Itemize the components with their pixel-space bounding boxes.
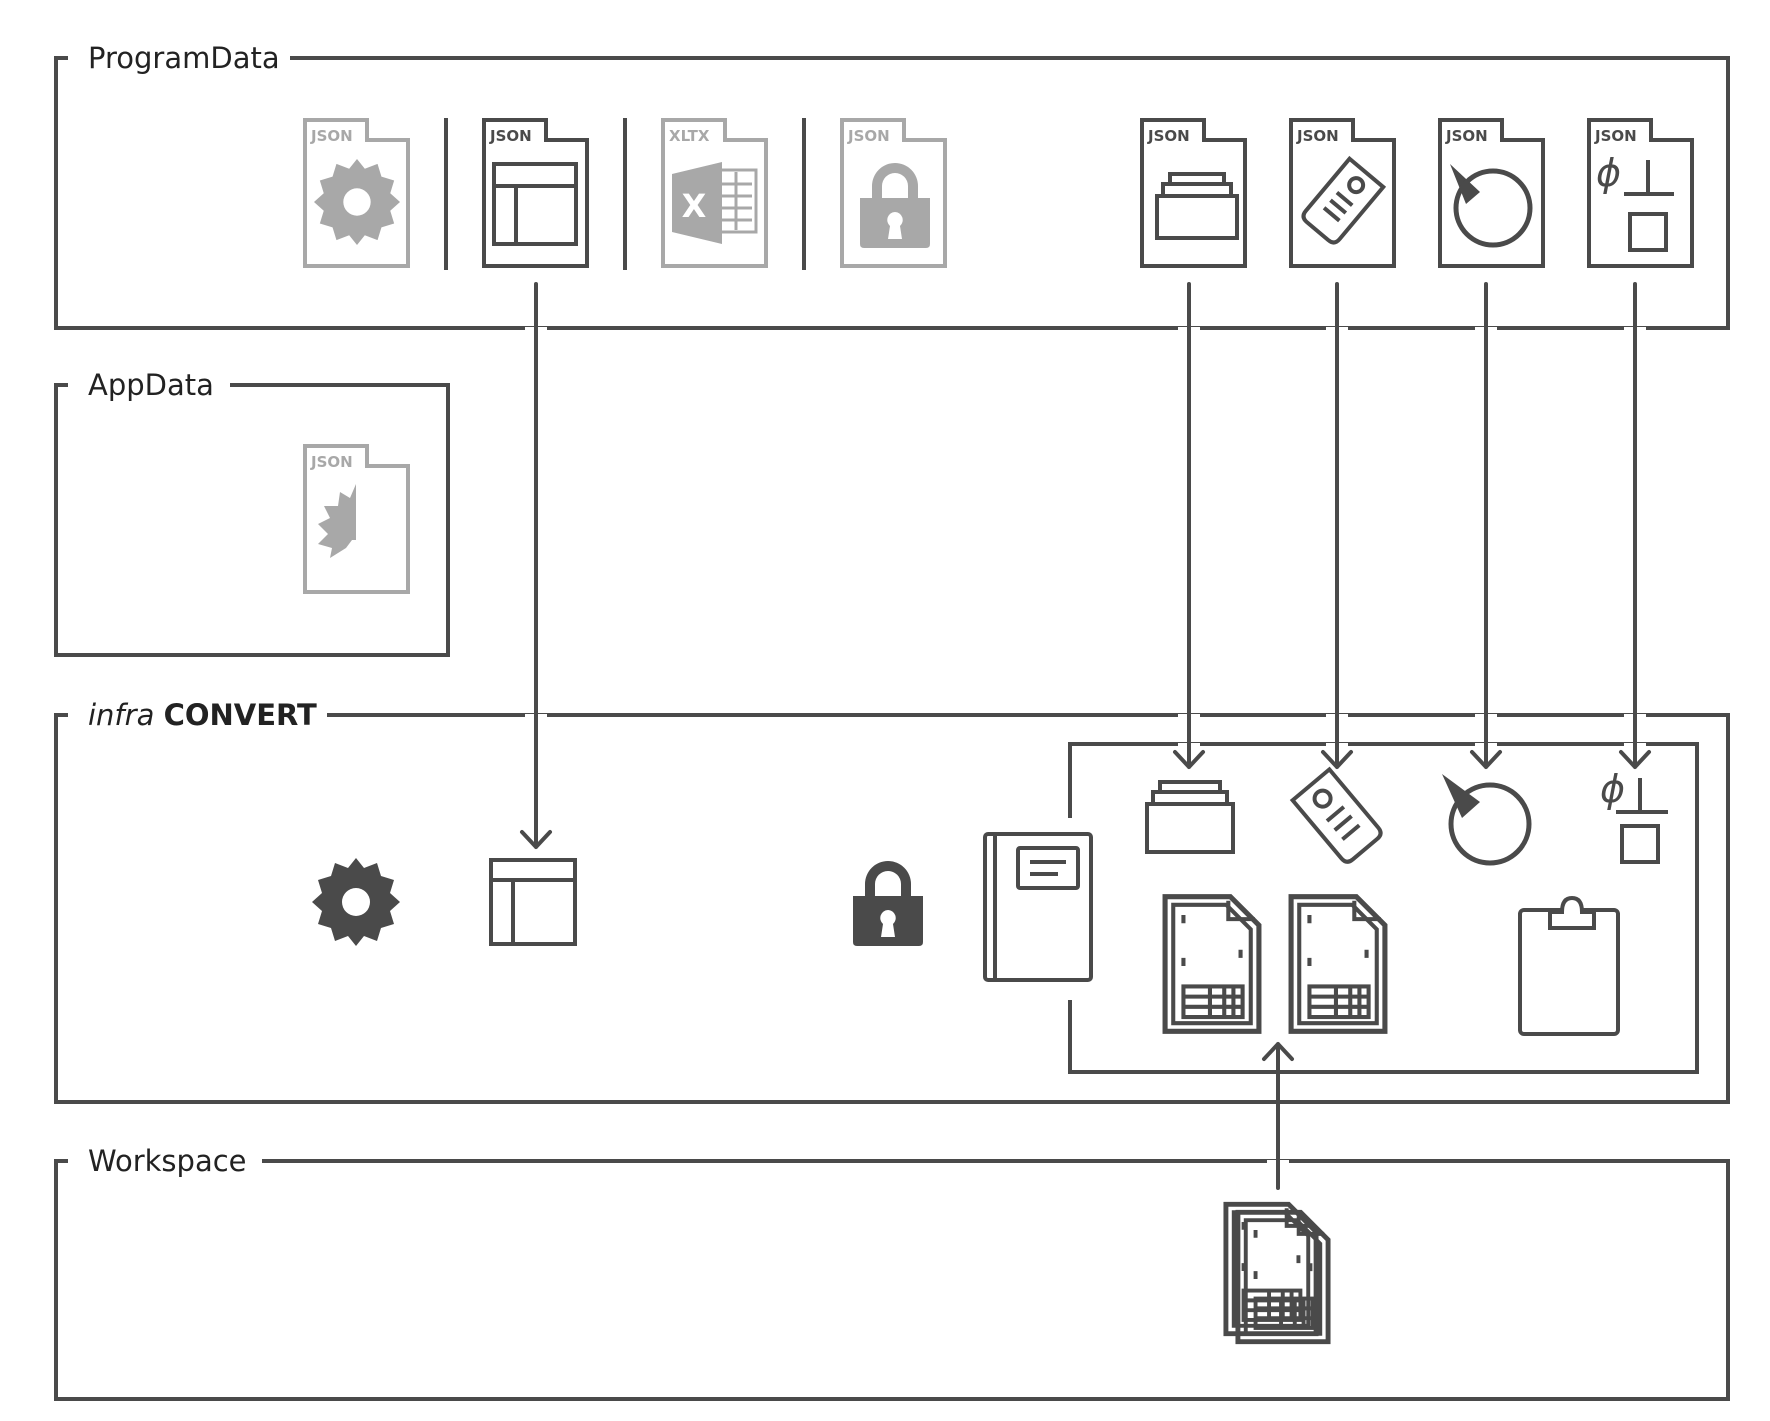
excel-letter: X — [682, 187, 707, 225]
tag-icon — [1289, 766, 1383, 864]
license-file-icon: JSON — [840, 118, 947, 268]
symbol-arrow — [1619, 282, 1651, 769]
layout-arrow — [520, 282, 552, 849]
excel-icon: X — [672, 162, 758, 244]
stack-icon — [1145, 780, 1235, 854]
file-type-tag: JSON — [1147, 127, 1190, 145]
file-type-tag: JSON — [1445, 127, 1488, 145]
stack-arrow — [1173, 282, 1205, 769]
symbol-icon: ϕ — [1596, 151, 1674, 252]
convert-label: CONVERT — [163, 698, 317, 732]
appdata-frame — [54, 383, 450, 657]
layout-icon — [489, 858, 577, 946]
excel-template-file-icon: XLTX X — [661, 118, 768, 268]
symbol-file-icon: JSON ϕ — [1587, 118, 1694, 268]
workspace-frame — [54, 1159, 1730, 1401]
droplet-icon — [1450, 164, 1533, 248]
layout-file-icon: JSON — [482, 118, 589, 268]
file-type-tag: JSON — [310, 453, 353, 471]
workspace-arrow — [1262, 1042, 1294, 1190]
layout-icon — [492, 162, 578, 246]
symbol-icon: ϕ — [1600, 767, 1668, 864]
arrows — [520, 282, 1651, 1190]
tag-arrow — [1321, 282, 1353, 769]
section-frames — [54, 56, 1730, 1401]
settings-file-icon: JSON — [303, 118, 410, 268]
infraconvert-label: infra CONVERT — [78, 697, 327, 733]
partial-gear-icon — [318, 484, 356, 558]
infra-label: infra — [88, 698, 155, 732]
file-type-tag: JSON — [847, 127, 890, 145]
file-type-tag: JSON — [489, 127, 532, 145]
shape-arrow — [1470, 282, 1502, 769]
notebook-icon — [983, 832, 1093, 982]
programdata-label: ProgramData — [78, 40, 290, 76]
shape-file-icon: JSON — [1438, 118, 1545, 268]
project-frame — [1068, 742, 1699, 1074]
document-stack-icon — [1226, 1204, 1328, 1341]
programdata-frame — [54, 56, 1730, 330]
file-type-tag: JSON — [310, 127, 353, 145]
lock-icon — [853, 861, 923, 946]
stack-file-icon: JSON — [1140, 118, 1247, 268]
document-sheet-icon — [1165, 897, 1259, 1032]
droplet-icon — [1442, 774, 1532, 866]
file-type-tag: JSON — [1296, 127, 1339, 145]
file-separators — [444, 118, 806, 270]
appdata-label: AppData — [78, 367, 224, 403]
tag-icon — [1301, 155, 1387, 245]
phi-glyph: ϕ — [1600, 767, 1625, 811]
clipboard-icon — [1518, 895, 1620, 1036]
document-sheet-icon — [1291, 897, 1385, 1032]
file-type-tag: JSON — [1594, 127, 1637, 145]
file-type-tag: XLTX — [669, 127, 710, 145]
tag-file-icon: JSON — [1289, 118, 1396, 268]
workspace-label: Workspace — [78, 1143, 257, 1179]
gear-icon — [312, 858, 400, 946]
stack-icon — [1155, 172, 1239, 240]
phi-glyph: ϕ — [1596, 151, 1621, 195]
appdata-settings-file-icon: JSON — [303, 444, 410, 594]
